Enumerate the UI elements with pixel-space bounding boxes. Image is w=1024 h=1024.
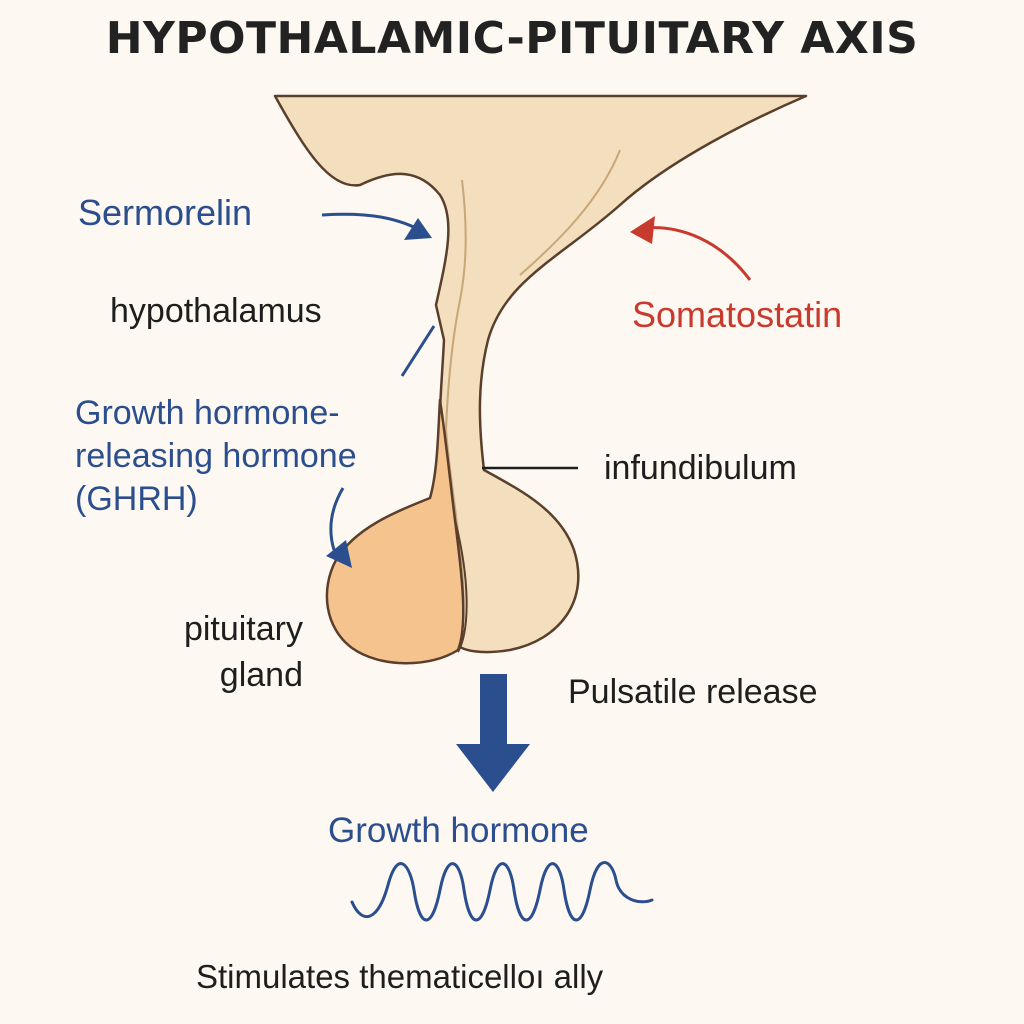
release-arrow-shaft xyxy=(480,674,507,746)
label-hypothalamus: hypothalamus xyxy=(110,292,322,330)
ghrh-arrowhead xyxy=(326,540,352,568)
release-arrow-head xyxy=(456,744,530,792)
label-infundibulum: infundibulum xyxy=(604,449,797,487)
somatostatin-arrowhead xyxy=(630,216,655,244)
posterior-pituitary-contour xyxy=(454,519,468,653)
caption-text: Stimulates thematicelloı ally xyxy=(196,958,604,995)
hypothalamus-leader xyxy=(400,325,436,377)
label-sermorelin: Sermorelin xyxy=(78,192,253,233)
sermorelin-arrow xyxy=(321,212,425,234)
page-title: HYPOTHALAMIC-PITUITARY AXIS xyxy=(105,13,919,64)
hypothalamus-shape xyxy=(273,94,808,654)
label-growth-hormone: Growth hormone xyxy=(328,811,589,850)
label-pituitary-gland: pituitary gland xyxy=(183,610,303,694)
label-somatostatin: Somatostatin xyxy=(632,294,843,335)
label-pulsatile-release: Pulsatile release xyxy=(568,673,818,711)
label-ghrh: Growth hormone- releasing hormone (GHRH) xyxy=(75,394,357,518)
hypothalamus-inner-line xyxy=(519,149,621,276)
somatostatin-arrow xyxy=(644,226,752,281)
pulsatile-wave xyxy=(350,861,654,922)
ghrh-arrow xyxy=(329,487,345,551)
sermorelin-arrowhead xyxy=(404,218,432,240)
